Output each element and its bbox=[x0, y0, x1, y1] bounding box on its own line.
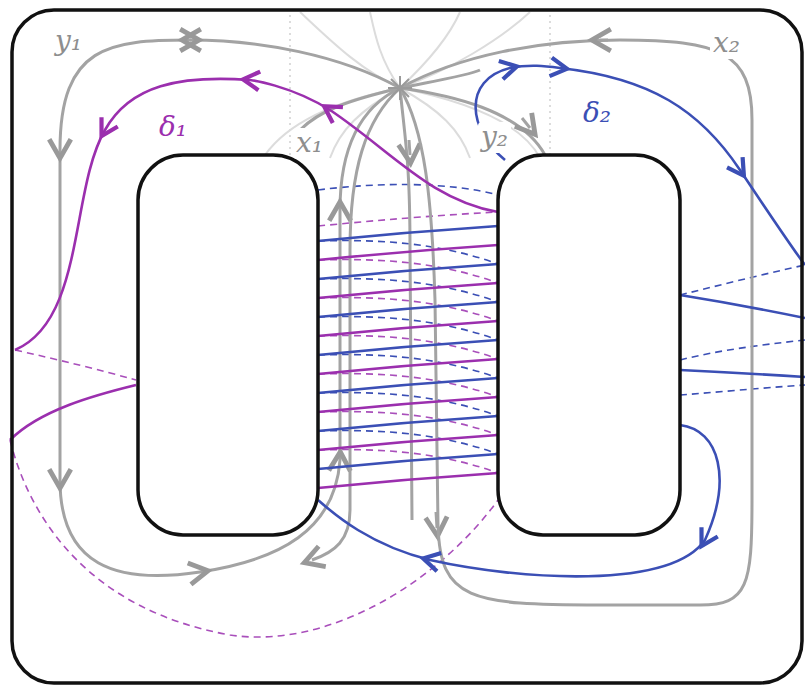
curve-stroke bbox=[318, 450, 498, 473]
curve-stroke bbox=[10, 385, 136, 440]
curve-stroke bbox=[680, 295, 805, 318]
curve-stroke bbox=[318, 317, 498, 340]
curve-stroke bbox=[498, 155, 680, 535]
curve-label: y₂ bbox=[478, 122, 511, 153]
base-point bbox=[388, 76, 412, 100]
curve-label: δ₁ bbox=[156, 112, 190, 143]
curve-stroke bbox=[289, 15, 291, 155]
curve-stroke bbox=[400, 70, 480, 88]
curve-stroke bbox=[318, 279, 498, 302]
curve-stroke bbox=[318, 298, 498, 321]
curve-stroke bbox=[318, 302, 498, 317]
curve-stroke bbox=[409, 140, 410, 155]
curve-stroke bbox=[318, 340, 498, 355]
curve-stroke bbox=[400, 40, 752, 605]
curve-stroke bbox=[600, 39, 608, 42]
curve-stroke bbox=[318, 374, 498, 397]
curve-stroke bbox=[318, 212, 498, 226]
delta2-curve bbox=[318, 66, 805, 577]
curve-stroke bbox=[680, 370, 805, 377]
curve-stroke bbox=[318, 359, 498, 374]
curve-stroke bbox=[318, 473, 498, 488]
curve-stroke bbox=[15, 350, 136, 380]
curve-stroke bbox=[300, 12, 400, 88]
curve-stroke bbox=[318, 283, 498, 298]
curve-stroke bbox=[318, 454, 498, 469]
curve-stroke bbox=[318, 397, 498, 412]
faint-strands bbox=[265, 12, 550, 158]
curve-stroke bbox=[12, 10, 802, 683]
curve-stroke bbox=[680, 340, 805, 360]
curve-stroke bbox=[522, 118, 530, 128]
curve-stroke bbox=[312, 88, 400, 560]
curve-stroke bbox=[680, 265, 805, 295]
curve-stroke bbox=[265, 88, 400, 155]
curve-stroke bbox=[318, 355, 498, 378]
curve-stroke bbox=[138, 155, 318, 535]
curve-stroke bbox=[400, 88, 545, 155]
curve-stroke bbox=[318, 226, 498, 241]
curve-stroke bbox=[680, 385, 805, 395]
curve-stroke bbox=[318, 260, 498, 283]
curve-stroke bbox=[318, 321, 498, 336]
curve-stroke bbox=[318, 416, 498, 431]
curve-label: x₂ bbox=[710, 28, 743, 59]
curve-stroke bbox=[549, 15, 551, 155]
curve-stroke bbox=[388, 76, 412, 100]
curve-stroke bbox=[318, 336, 498, 359]
curve-label: x₁ bbox=[293, 128, 326, 159]
curve-stroke bbox=[190, 39, 191, 42]
grey-curves bbox=[60, 40, 752, 605]
hidden-strands bbox=[10, 185, 805, 638]
curve-stroke bbox=[318, 412, 498, 435]
curve-stroke bbox=[400, 88, 412, 520]
curve-stroke bbox=[318, 378, 498, 393]
curve-stroke bbox=[318, 264, 498, 279]
surface-outline bbox=[12, 10, 802, 683]
curve-stroke bbox=[318, 435, 498, 450]
curve-label: δ₂ bbox=[580, 98, 614, 129]
curve-stroke bbox=[318, 241, 498, 264]
curve-stroke bbox=[318, 431, 498, 454]
curve-stroke bbox=[318, 245, 498, 260]
curve-label: y₁ bbox=[52, 26, 85, 57]
curve-stroke bbox=[318, 393, 498, 416]
